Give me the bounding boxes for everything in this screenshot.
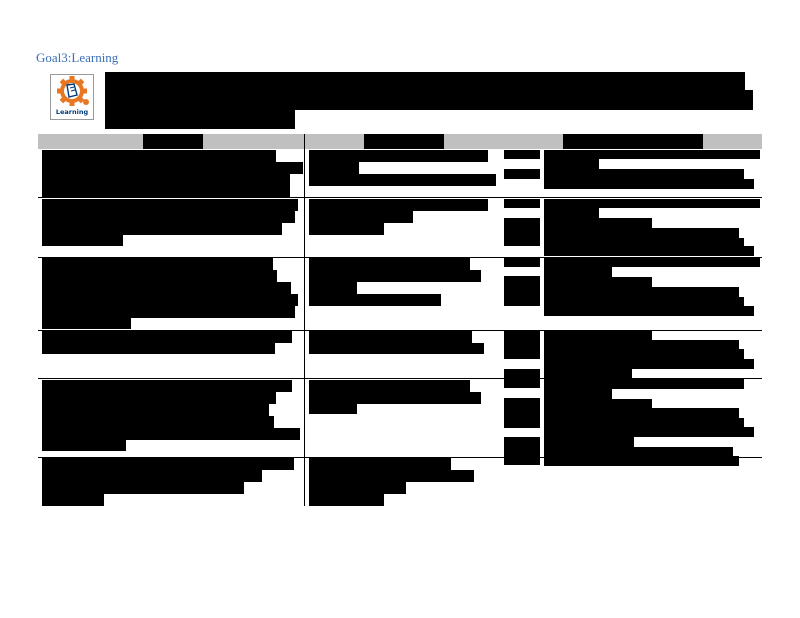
learning-gear-icon [57, 76, 89, 106]
page-title: Goal3:Learning [36, 50, 119, 65]
learning-logo: Learning [50, 74, 94, 120]
logo-label: Learning [55, 108, 89, 116]
